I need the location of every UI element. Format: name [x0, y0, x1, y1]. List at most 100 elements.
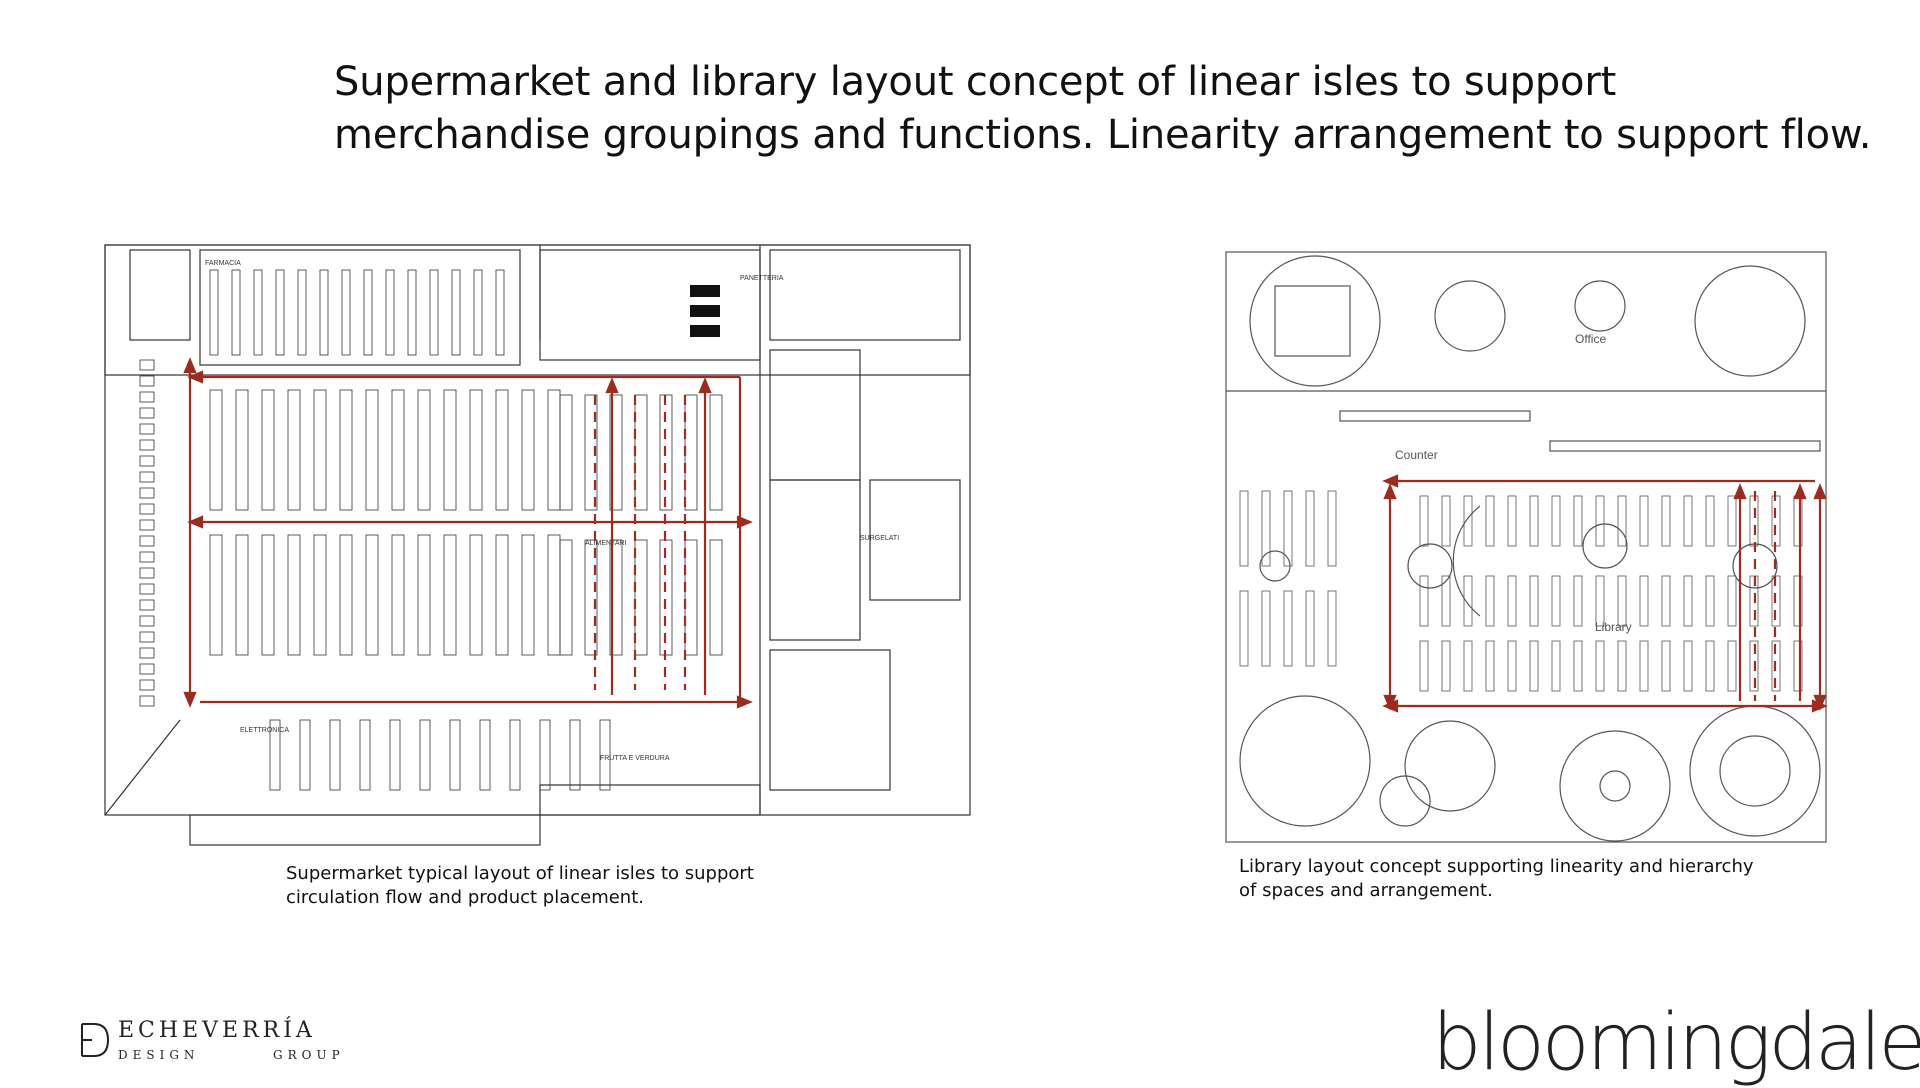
library-shelf [1749, 640, 1759, 692]
supermarket-aisle-rack [287, 389, 301, 511]
library-shelf [1749, 495, 1759, 547]
supermarket-top-rack [341, 269, 351, 356]
library-shelf [1239, 590, 1249, 667]
library-caption-line-2: of spaces and arrangement. [1239, 880, 1493, 901]
supermarket-bottom-rack [539, 719, 551, 791]
library-shelf [1507, 495, 1517, 547]
library-shelf [1639, 640, 1649, 692]
library-shelf [1283, 590, 1293, 667]
label-office: Office [1575, 332, 1606, 346]
supermarket-top-rack [473, 269, 483, 356]
library-shelf [1705, 495, 1715, 547]
label-farmacia: FARMACIA [205, 260, 241, 267]
supermarket-aisle-rack [417, 389, 431, 511]
supermarket-caption-line-2: circulation flow and product placement. [286, 887, 644, 908]
supermarket-checkout [139, 519, 155, 531]
supermarket-aisle-rack [584, 539, 598, 656]
library-shelf [1419, 575, 1429, 627]
library-shelf [1639, 495, 1649, 547]
supermarket-checkout [139, 535, 155, 547]
supermarket-top-rack [297, 269, 307, 356]
supermarket-top-rack [231, 269, 241, 356]
library-shelf [1419, 495, 1429, 547]
library-plan-drawing: Office Counter Library [1225, 251, 1828, 843]
supermarket-checkout [139, 615, 155, 627]
supermarket-bottom-rack [509, 719, 521, 791]
library-shelf [1441, 575, 1451, 627]
library-shelf [1595, 640, 1605, 692]
supermarket-aisle-rack [391, 389, 405, 511]
library-shelf [1595, 575, 1605, 627]
supermarket-aisle-rack [261, 389, 275, 511]
supermarket-checkout [139, 471, 155, 483]
echeverria-design-group-logo: ECHEVERRÍA DESIGN GROUP [80, 1018, 380, 1078]
supermarket-aisle-rack [339, 534, 353, 656]
supermarket-aisle-rack [684, 394, 698, 511]
title-line-2: merchandise groupings and functions. Lin… [334, 112, 1872, 158]
library-shelf [1661, 640, 1671, 692]
supermarket-bottom-rack [569, 719, 581, 791]
library-shelf [1529, 640, 1539, 692]
supermarket-aisle-rack [521, 534, 535, 656]
library-shelf [1327, 590, 1337, 667]
library-shelf [1441, 495, 1451, 547]
library-shelf [1551, 640, 1561, 692]
library-shelf [1705, 575, 1715, 627]
library-shelf [1727, 495, 1737, 547]
supermarket-floor-plan: ALIMENTARI FRUTTA E VERDURA ELETTRONICA … [100, 240, 980, 860]
supermarket-bottom-rack [419, 719, 431, 791]
label-alimentari: ALIMENTARI [585, 540, 627, 547]
library-shelf [1727, 640, 1737, 692]
library-shelf [1595, 495, 1605, 547]
supermarket-checkout [139, 567, 155, 579]
supermarket-aisle-rack [235, 534, 249, 656]
supermarket-aisle-rack [313, 534, 327, 656]
supermarket-bottom-rack [599, 719, 611, 791]
supermarket-top-rack [363, 269, 373, 356]
echeverria-name: ECHEVERRÍA [118, 1018, 316, 1043]
library-shelf [1463, 640, 1473, 692]
echeverria-design: DESIGN [118, 1048, 200, 1062]
supermarket-checkout [139, 695, 155, 707]
supermarket-aisle-rack [339, 389, 353, 511]
supermarket-checkout [139, 455, 155, 467]
supermarket-aisle-rack [709, 539, 723, 656]
supermarket-top-rack [253, 269, 263, 356]
supermarket-aisle-rack [313, 389, 327, 511]
library-shelf [1661, 495, 1671, 547]
supermarket-flow-arrows [183, 357, 753, 709]
label-elettronica: ELETTRONICA [240, 727, 289, 734]
supermarket-bottom-rack [269, 719, 281, 791]
supermarket-aisle-rack [547, 534, 561, 656]
library-shelf [1573, 575, 1583, 627]
library-shelf [1617, 495, 1627, 547]
supermarket-aisle-rack [709, 394, 723, 511]
library-shelf [1551, 495, 1561, 547]
supermarket-checkout [139, 551, 155, 563]
supermarket-checkout [139, 407, 155, 419]
library-shelf [1327, 490, 1337, 567]
library-shelf [1239, 490, 1249, 567]
library-caption-line-1: Library layout concept supporting linear… [1239, 856, 1754, 877]
library-shelf [1661, 575, 1671, 627]
library-shelf [1793, 575, 1803, 627]
library-shelf [1573, 495, 1583, 547]
supermarket-checkout [139, 583, 155, 595]
supermarket-aisle-rack [391, 534, 405, 656]
supermarket-aisle-rack [443, 389, 457, 511]
supermarket-aisle-rack [209, 389, 223, 511]
supermarket-aisle-rack [443, 534, 457, 656]
library-shelf [1261, 590, 1271, 667]
supermarket-checkout [139, 647, 155, 659]
title-line-1: Supermarket and library layout concept o… [334, 59, 1617, 105]
library-shelf [1485, 575, 1495, 627]
label-panetteria: PANETTERIA [740, 275, 784, 282]
library-shelf [1771, 495, 1781, 547]
supermarket-bottom-rack [299, 719, 311, 791]
label-surgelati: SURGELATI [860, 535, 899, 542]
supermarket-checkout [139, 487, 155, 499]
echeverria-group: GROUP [273, 1048, 345, 1062]
supermarket-aisle-rack [559, 539, 573, 656]
supermarket-aisle-rack [521, 389, 535, 511]
supermarket-top-rack [407, 269, 417, 356]
